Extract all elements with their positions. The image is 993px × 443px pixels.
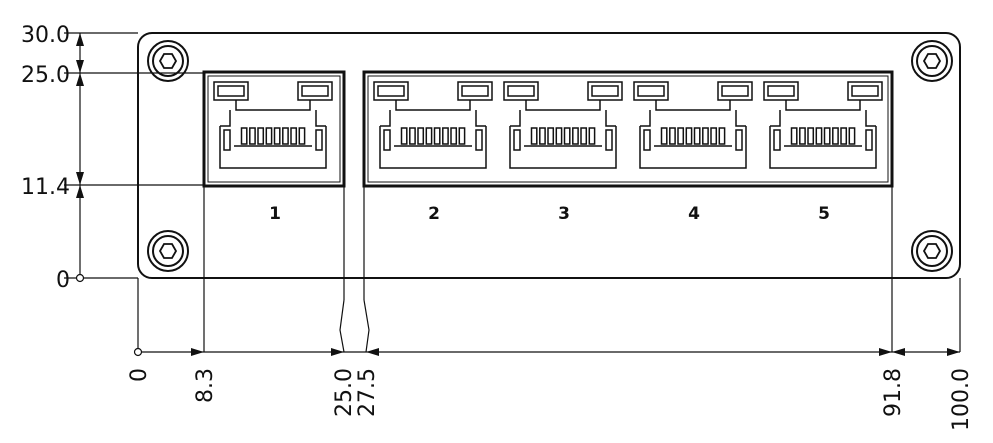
hex-socket-screw-icon bbox=[911, 230, 953, 272]
rj45-port-icon bbox=[633, 81, 753, 169]
hdim-label-91-8: 91.8 bbox=[881, 368, 906, 417]
port-housing-single-inner bbox=[207, 75, 341, 183]
origin-marker-vertical bbox=[75, 273, 85, 283]
vdim-label-11-4: 11.4 bbox=[21, 175, 70, 200]
vdim-label-0: 0 bbox=[56, 268, 70, 293]
vdim-label-25: 25.0 bbox=[21, 63, 70, 88]
rj45-port-icon bbox=[373, 81, 493, 169]
hex-socket-screw-icon bbox=[147, 40, 189, 82]
hdim-label-8-3: 8.3 bbox=[193, 368, 218, 403]
hex-socket-screw-icon bbox=[147, 230, 189, 272]
port-label-2: 2 bbox=[428, 204, 440, 224]
vdim-label-30: 30.0 bbox=[21, 23, 70, 48]
mounting-screw-top-left bbox=[147, 40, 189, 82]
hex-socket-screw-icon bbox=[911, 40, 953, 82]
origin-marker-horizontal bbox=[133, 347, 143, 357]
hdim-label-25: 25.0 bbox=[332, 368, 357, 417]
ports-layer bbox=[213, 81, 883, 169]
rj45-port-icon bbox=[503, 81, 623, 169]
port-label-1: 1 bbox=[269, 204, 281, 224]
mounting-screw-bottom-right bbox=[911, 230, 953, 272]
port-housing-quad bbox=[362, 70, 894, 188]
port-label-4: 4 bbox=[688, 204, 700, 224]
mounting-screw-top-right bbox=[911, 40, 953, 82]
dimension-lines bbox=[64, 32, 961, 353]
rj45-port-icon bbox=[213, 81, 333, 169]
rj45-port-icon bbox=[763, 81, 883, 169]
port-label-5: 5 bbox=[818, 204, 830, 224]
hdim-label-100: 100.0 bbox=[949, 368, 974, 431]
hdim-label-27-5: 27.5 bbox=[355, 368, 380, 417]
mounting-screw-bottom-left bbox=[147, 230, 189, 272]
enclosure-outline bbox=[137, 32, 961, 279]
port-housing-quad-inner bbox=[367, 75, 889, 183]
port-label-3: 3 bbox=[558, 204, 570, 224]
hdim-label-0: 0 bbox=[127, 368, 152, 382]
dimension-arrows bbox=[76, 33, 960, 356]
port-housing-single bbox=[202, 70, 346, 188]
